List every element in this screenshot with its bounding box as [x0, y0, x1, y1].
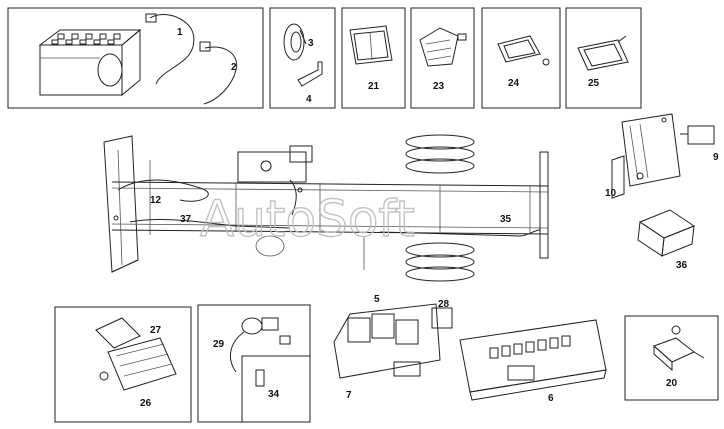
callout-21: 21	[368, 81, 380, 92]
callout-6: 6	[548, 393, 554, 404]
callout-37: 12	[150, 195, 162, 206]
watermark-text: AutoSoft	[200, 190, 415, 248]
cover-drawing: 36	[637, 209, 696, 271]
switch-20-panel: 20	[624, 315, 719, 401]
relay-mount-drawing: 9 10	[605, 113, 719, 199]
callout-28: 28	[438, 299, 450, 310]
chassis-drawing: 12 37 35	[103, 134, 549, 282]
battery-panel: 1 2	[7, 7, 264, 109]
headlamp-panel: 21	[341, 7, 406, 109]
callout-7: 7	[346, 390, 352, 401]
horn-bracket-drawing	[297, 61, 323, 87]
side-lamp-panel: 23	[410, 7, 475, 109]
horn-panel: 3 4	[269, 7, 336, 109]
callout-23: 23	[433, 81, 445, 92]
marker-lamp-drawing	[497, 35, 550, 66]
marker-lamp-panel: 24	[481, 7, 561, 109]
battery-drawing	[38, 28, 142, 97]
switch-drawing	[229, 317, 291, 373]
callout-9: 9	[713, 152, 719, 163]
callout-1: 1	[177, 27, 183, 38]
plate-lamp-panel: 25	[565, 7, 642, 109]
relay-block-drawing: 5 28 7	[333, 294, 453, 401]
switch-panel: 29 34	[197, 304, 311, 423]
callout-25: 25	[588, 78, 600, 89]
callout-2: 2	[231, 62, 237, 73]
cable-2-drawing	[203, 46, 238, 105]
switch-20-drawing	[653, 325, 705, 372]
callout-20: 20	[666, 378, 678, 389]
callout-34: 34	[268, 389, 280, 400]
callout-27: 27	[150, 325, 162, 336]
cable-1-drawing	[149, 14, 195, 85]
callout-36: 35	[500, 214, 512, 225]
cluster-drawing: 6	[459, 319, 607, 404]
callout-26: 26	[140, 398, 152, 409]
callout-4: 4	[306, 94, 312, 105]
rear-lamp-panel: 27 26	[54, 306, 192, 423]
callout-29: 29	[213, 339, 225, 350]
callout-5: 5	[374, 294, 380, 305]
callout-3: 3	[308, 38, 314, 49]
headlamp-drawing	[349, 25, 393, 65]
bulb-drawing	[255, 369, 265, 387]
callout-35: 37	[180, 214, 192, 225]
callout-12: 36	[676, 260, 688, 271]
callout-10: 10	[605, 188, 617, 199]
side-lamp-drawing	[419, 27, 467, 67]
horn-drawing	[283, 23, 307, 61]
plate-lamp-drawing	[577, 35, 629, 71]
callout-24: 24	[508, 78, 520, 89]
rear-lamp-drawing	[95, 317, 177, 391]
